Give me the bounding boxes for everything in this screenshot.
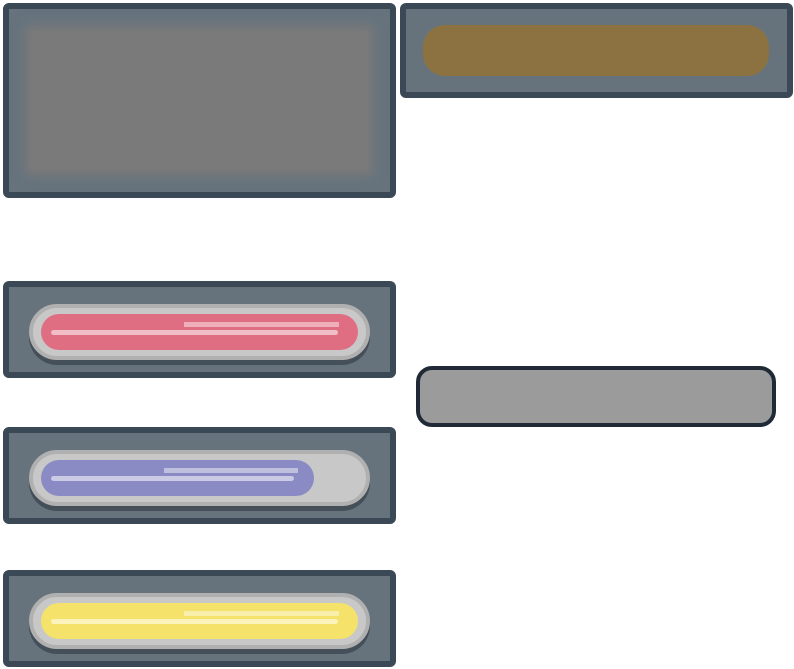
progress-bar-frame-yellow — [3, 570, 396, 667]
large-panel-content — [31, 31, 368, 170]
wide-panel — [400, 3, 793, 98]
large-panel — [3, 3, 396, 198]
progress-fill-red — [41, 314, 358, 350]
plain-gray-bar — [416, 366, 776, 427]
progress-track — [29, 304, 370, 360]
progress-fill-yellow — [41, 603, 358, 639]
progress-track — [29, 450, 370, 506]
brown-pill — [423, 25, 769, 76]
progress-fill-blue — [41, 460, 314, 496]
progress-bar-frame-blue — [3, 427, 396, 524]
progress-track — [29, 593, 370, 649]
progress-bar-frame-red — [3, 281, 396, 378]
